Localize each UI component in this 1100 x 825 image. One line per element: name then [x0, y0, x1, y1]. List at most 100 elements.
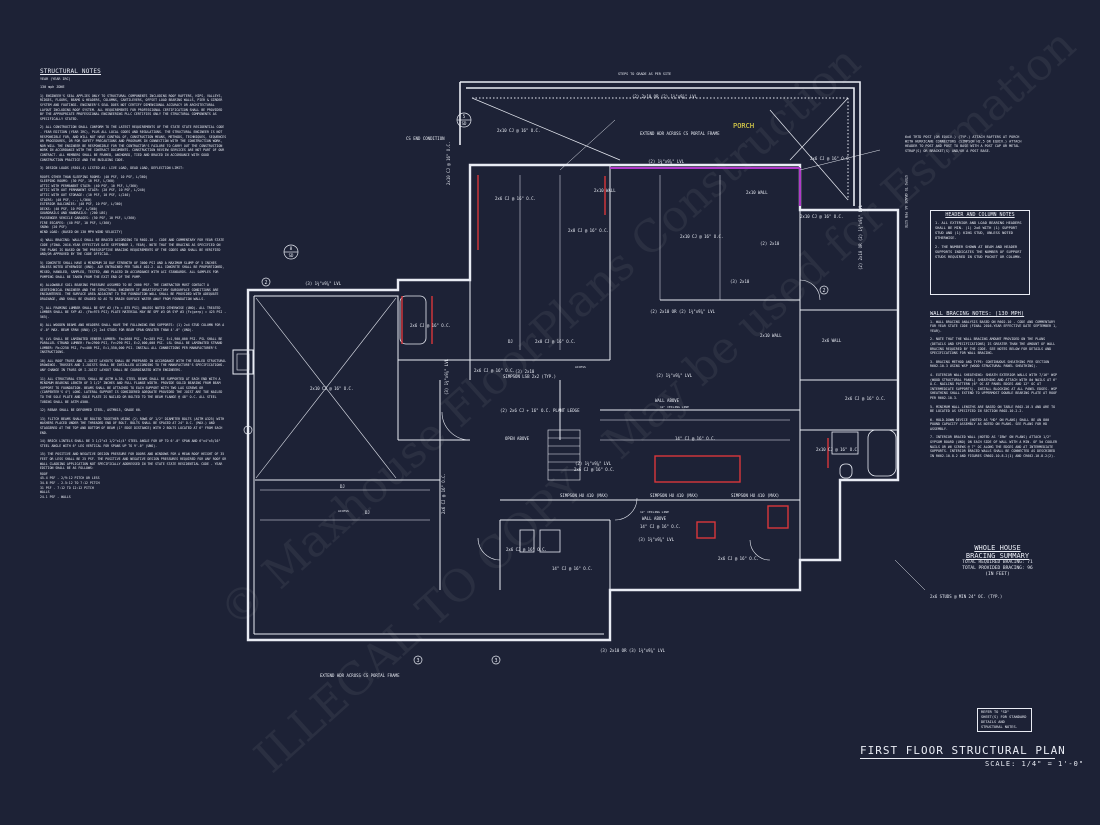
bottom-beam-label: (3) 2x10 OR (3) 1¾"x9⅞" LVL	[600, 648, 666, 654]
note-3: 3) DESIGN LOADS (R301.4) LISTED AS: LIVE…	[40, 166, 184, 171]
design-load: ROOFS OTHER THAN SLEEPING ROOMS: (40 PSF…	[40, 174, 148, 179]
dj-label: DJ	[508, 339, 513, 344]
sink-counter	[519, 529, 535, 553]
steps-label: STEPS TO GRADE AS PER SITE	[618, 72, 671, 76]
design-load: EXTERIOR BALCONIES: (40 PSF, 10 PSF, L/3…	[40, 202, 123, 207]
rafters-note: 6x6 TRTD POST (OR EQUIV.) (TYP.) ATTACH …	[905, 135, 1021, 153]
design-load: ATTIC WITH PERMANENT STAIR: (40 PSF, 10 …	[40, 183, 138, 188]
simpson-lsb-label: SIMPSON LSB 2x2 (TYP.)	[503, 374, 556, 379]
structural-notes-title: STRUCTURAL NOTES	[40, 68, 101, 75]
grid-label: 3	[494, 658, 497, 664]
wall-above-label: WALL ABOVE	[642, 516, 667, 521]
leader	[894, 559, 926, 591]
wall-bracing-note: 1. WALL BRACING ANALYSIS BASED ON R602.1…	[930, 319, 1058, 333]
wall-label: 2x10 WALL	[746, 190, 768, 195]
note-2: 2) ALL CONSTRUCTION SHALL CONFORM TO THE…	[40, 125, 227, 162]
access-label: ACCESS	[575, 365, 586, 369]
porch-bead-lines	[472, 97, 849, 200]
wall-label: 2x6 WALL	[822, 338, 842, 343]
design-load: SLEEPING ROOMS: (30 PSF, 10 PSF, L/360)	[40, 179, 115, 184]
plan-scale: SCALE: 1/4" = 1'-0"	[985, 760, 1085, 768]
door-swing	[749, 539, 771, 561]
wall-bracing-note: 4. EXTERIOR WALL SHEATHING: SHEATH EXTER…	[930, 372, 1058, 400]
cj-label: 2x6 CJ @ 16" O.C.	[474, 368, 515, 373]
wall-bracing-note: 5. MINIMUM WALL LENGTHS ARE BASED ON TAB…	[930, 404, 1056, 414]
design-load: WIND LOAD: (BASED ON 130 MPH WIND VELOCI…	[40, 229, 123, 234]
bracing-summary: WHOLE HOUSE BRACING SUMMARY TOTAL REQUIR…	[960, 544, 1035, 578]
note-14: 14) BRICK LINTELS SHALL BE 3 1/2"x3 1/2"…	[40, 439, 221, 448]
grid-marker	[491, 655, 501, 665]
cj-label: 2x6 CJ @ 16" O.C.	[718, 556, 759, 561]
hip-line	[789, 97, 849, 161]
wall-label: 2x10 WALL	[760, 333, 782, 338]
cj-label: 14" CJ @ 16" O.C.	[675, 436, 716, 441]
cj-label: 2x6 CJ @ 16" O.C.	[410, 323, 451, 328]
door-swings	[441, 279, 821, 561]
plan-labels: PORCH STEPS TO GRADE AS PER SITE STEPS T…	[305, 72, 1021, 678]
pressure-item: 24.1 PSF - WALLS	[40, 494, 71, 499]
wall-above-label: WALL ABOVE	[655, 398, 680, 403]
design-load: DECKS: (40 PSF, 10 PSF, L/360)	[40, 206, 98, 211]
door-swing	[477, 537, 501, 561]
note-11: 11) ALL STRUCTURAL STEEL SHALL BE ASTM A…	[40, 376, 223, 404]
cj-label: 2x8 CJ @ 16" O.C.	[568, 228, 609, 233]
note-6: 6) ALLOWABLE SOIL BEARING PRESSURE ASSUM…	[40, 283, 219, 301]
lvl-label: (3) 1¾"x9⅞" LVL	[444, 358, 450, 395]
leader	[559, 119, 616, 171]
grid-marker	[243, 425, 253, 435]
reference-note-box: REFER TO "SD" SHEET(S) FOR STANDARD DETA…	[977, 708, 1032, 732]
stair	[547, 429, 581, 481]
simpson-label: SIMPSON HU 410 (MAX)	[731, 493, 779, 498]
cj-label: 2x6 CJ @ 16" O.C.	[441, 473, 446, 514]
grid-label: 3	[416, 658, 419, 664]
steps-label-right: STEPS TO GRADE AS PER SITE	[904, 175, 908, 228]
wall-bracing-note: 3. BRACING METHOD AND TYPE: CONTINUOUS S…	[930, 359, 1050, 369]
lvl-label: (2) 1¾"x9⅞" LVL	[575, 461, 612, 467]
fireplace	[232, 349, 254, 375]
grid-label: 2	[822, 288, 825, 294]
door-swing	[614, 497, 638, 521]
porch-wall	[460, 81, 861, 210]
dj-label: DJ	[365, 510, 370, 515]
ceiling-line-label: 12' CEILING LINE	[640, 510, 669, 514]
wall-label: 2x10 WALL	[594, 188, 616, 193]
porch-wall	[466, 87, 855, 206]
grid-marker	[261, 277, 271, 287]
section-marker-number: 8	[290, 246, 293, 252]
cj-label: 2x6 CJ @ 16" O.C.	[845, 396, 886, 401]
design-loads-list: ROOFS OTHER THAN SLEEPING ROOMS: (40 PSF…	[40, 175, 228, 235]
top-beam-label: (2) 2x10 OR (2) 1¾"x9⅞" LVL	[632, 94, 698, 100]
cj-label: 2x10 CJ @ 16" O.C.	[680, 234, 723, 239]
cj-label: 2x6 CJ @ 16" O.C.	[574, 467, 615, 472]
hip-line	[769, 109, 849, 201]
structural-notes-wind-zone: 130 mph ZONE	[40, 85, 65, 90]
section-marker-sheet: SD	[289, 253, 294, 258]
ceiling-line-label: 12' CEILING LINE	[660, 405, 689, 409]
hip-line	[471, 97, 621, 161]
header-column-notes: HEADER AND COLUMN NOTES 1. ALL EXTERIOR …	[930, 210, 1030, 295]
porch-diagonals	[471, 97, 849, 201]
garage-framing	[255, 297, 397, 479]
kitchen-sink	[767, 505, 789, 529]
cj-label: 14" CJ @ 16" O.C.	[640, 524, 681, 529]
house-walls	[246, 163, 900, 642]
cs-end-label: CS END CONDITION	[406, 136, 445, 141]
joist-lines	[260, 175, 790, 521]
cj-label: 14" CJ @ 16" O.C.	[552, 566, 593, 571]
structural-notes: STRUCTURAL NOTES YEAR (YEAR IRC) 130 mph…	[40, 68, 228, 499]
bathtub	[399, 295, 427, 345]
design-load: SNOW: (20 PSF)	[40, 225, 67, 230]
pressure-item: 34.8 PSF - 2.5:12 TO 7:12 PITCH	[40, 480, 100, 485]
lvl-label: (3) 2x10	[515, 369, 535, 374]
cj-label: 2x6 CJ @ 16" O.C.	[506, 547, 547, 552]
stud-note: 2x6 STUDS @ MIN 24" OC. (TYP.)	[930, 594, 1002, 599]
wall-bracing-note: 2. NOTE THAT THE WALL BRACING AMOUNT PRO…	[930, 337, 1056, 356]
design-load: PASSENGER VEHICLE GARAGES: (50 PSF, 10 P…	[40, 216, 136, 221]
lvl-label: (3) 2x10	[730, 279, 750, 284]
design-load: GUARDRAILS AND HANDRAILS: (200 LBS)	[40, 211, 108, 216]
summary-provided: TOTAL PROVIDED BRACING: 96	[962, 566, 1033, 571]
design-load: ATTIC WITH OUT STORAGE: (10 PSF, 10 PSF,…	[40, 193, 131, 198]
interior-wall	[254, 295, 399, 440]
reference-note: REFER TO "SD" SHEET(S) FOR STANDARD DETA…	[981, 710, 1027, 729]
cj-label: 2x6 CJ @ 16" O.C.	[495, 196, 536, 201]
